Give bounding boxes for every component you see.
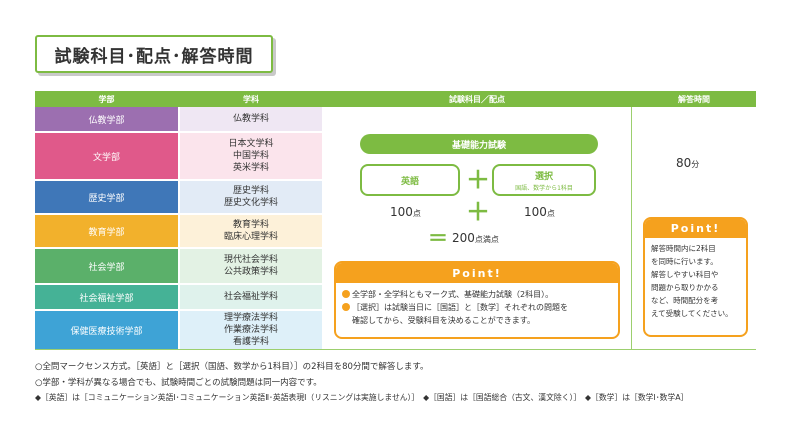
- dept-cell: 社会福祉学部: [35, 285, 178, 309]
- page-title: 試験科目･配点･解答時間: [35, 35, 273, 73]
- english-score: 100点: [390, 205, 421, 219]
- dept-cell: 仏教学部: [35, 107, 178, 131]
- bullet-icon: [342, 303, 350, 311]
- english-pill: 英語: [360, 164, 460, 196]
- subject-name: 歴史学科: [232, 186, 269, 196]
- dept-cell: 社会学部: [35, 249, 178, 283]
- subject-name: 理学療法学科: [223, 313, 278, 323]
- english-label: 英語: [400, 176, 419, 187]
- total-score: 200点満点: [452, 231, 499, 245]
- subject-name: 臨床心理学科: [223, 232, 278, 242]
- exam-point-title: Point!: [336, 263, 618, 283]
- subject-cell: 教育学科臨床心理学科: [180, 215, 322, 247]
- subject-name: 看護学科: [232, 337, 269, 347]
- subject-cell: 日本文学科中国学科英米学科: [180, 133, 322, 179]
- exam-point-box: Point! 全学部・全学科ともマーク式、基礎能力試験（2科目）。 ［選択］は試…: [334, 261, 620, 339]
- elective-pill: 選択 国語、数学から1科目: [492, 164, 596, 196]
- subject-name: 公共政策学科: [223, 267, 278, 277]
- bullet-icon: [342, 290, 350, 298]
- elective-label: 選択: [534, 171, 553, 182]
- plus-icon: ＋: [466, 166, 490, 194]
- exam-point-body: 全学部・全学科ともマーク式、基礎能力試験（2科目）。 ［選択］は試験当日に［国語…: [336, 283, 618, 332]
- dept-cell: 歴史学部: [35, 181, 178, 213]
- equals-icon: ＝: [428, 226, 448, 250]
- time-point-line: など、時間配分を考: [651, 296, 719, 305]
- subject-cell: 社会福祉学科: [180, 285, 322, 309]
- subject-name: 社会福祉学科: [223, 292, 278, 302]
- time-point-body: 解答時間内に2科目を同時に行います。解答しやすい科目や問題から取りかかるなど、時…: [645, 238, 746, 324]
- subject-name: 仏教学科: [232, 114, 269, 124]
- time-point-line: 問題から取りかかる: [651, 283, 719, 292]
- dept-cell: 教育学部: [35, 215, 178, 247]
- subject-cell: 歴史学科歴史文化学科: [180, 181, 322, 213]
- note-3: ◆［英語］は［コミュニケーション英語Ⅰ･コミュニケーション英語Ⅱ･英語表現Ⅰ（リ…: [35, 393, 689, 402]
- time-point-line: を同時に行います。: [651, 257, 718, 266]
- subject-name: 日本文学科: [228, 139, 274, 149]
- basic-ability-test-label: 基礎能力試験: [360, 134, 598, 154]
- plus-icon: ＋: [466, 198, 490, 226]
- dept-cell: 保健医療技術学部: [35, 311, 178, 349]
- subject-name: 作業療法学科: [223, 325, 278, 335]
- note-1: ○全問マークセンス方式。［英語］と［選択（国語、数学から1科目）］の2科目を80…: [35, 362, 429, 372]
- subject-name: 中国学科: [232, 151, 269, 161]
- time-point-line: えて受験してください。: [651, 309, 733, 318]
- exam-point-1: 全学部・全学科ともマーク式、基礎能力試験（2科目）。: [342, 288, 612, 301]
- subject-cell: 仏教学科: [180, 107, 322, 131]
- subject-cell: 理学療法学科作業療法学科看護学科: [180, 311, 322, 349]
- exam-point-2: ［選択］は試験当日に［国語］と［数学］それぞれの問題を: [342, 301, 612, 314]
- time-point-box: Point! 解答時間内に2科目を同時に行います。解答しやすい科目や問題から取り…: [643, 217, 748, 337]
- table-bottom-line: [35, 349, 756, 350]
- subject-name: 教育学科: [232, 220, 269, 230]
- header-dept: 学部: [98, 94, 115, 104]
- header-subject: 学科: [243, 94, 259, 104]
- note-2: ○学部・学科が異なる場合でも、試験時間ごとの試験問題は同一内容です。: [35, 378, 322, 388]
- time-point-line: 解答しやすい科目や: [651, 270, 719, 279]
- subject-name: 英米学科: [232, 163, 269, 173]
- subject-name: 現代社会学科: [223, 255, 278, 265]
- table-header: [35, 91, 756, 107]
- answer-time: 80分: [676, 156, 700, 170]
- exam-point-2b: 確認してから、受験科目を決めることができます。: [352, 316, 535, 325]
- header-time: 解答時間: [678, 94, 710, 104]
- dept-cell: 文学部: [35, 133, 178, 179]
- elective-score: 100点: [524, 205, 555, 219]
- header-exam: 試験科目／配点: [449, 94, 505, 104]
- time-point-title: Point!: [645, 219, 746, 238]
- subject-name: 歴史文化学科: [223, 198, 278, 208]
- column-divider: [631, 107, 632, 349]
- subject-cell: 現代社会学科公共政策学科: [180, 249, 322, 283]
- elective-sub-label: 国語、数学から1科目: [515, 184, 573, 192]
- time-point-line: 解答時間内に2科目: [651, 244, 716, 253]
